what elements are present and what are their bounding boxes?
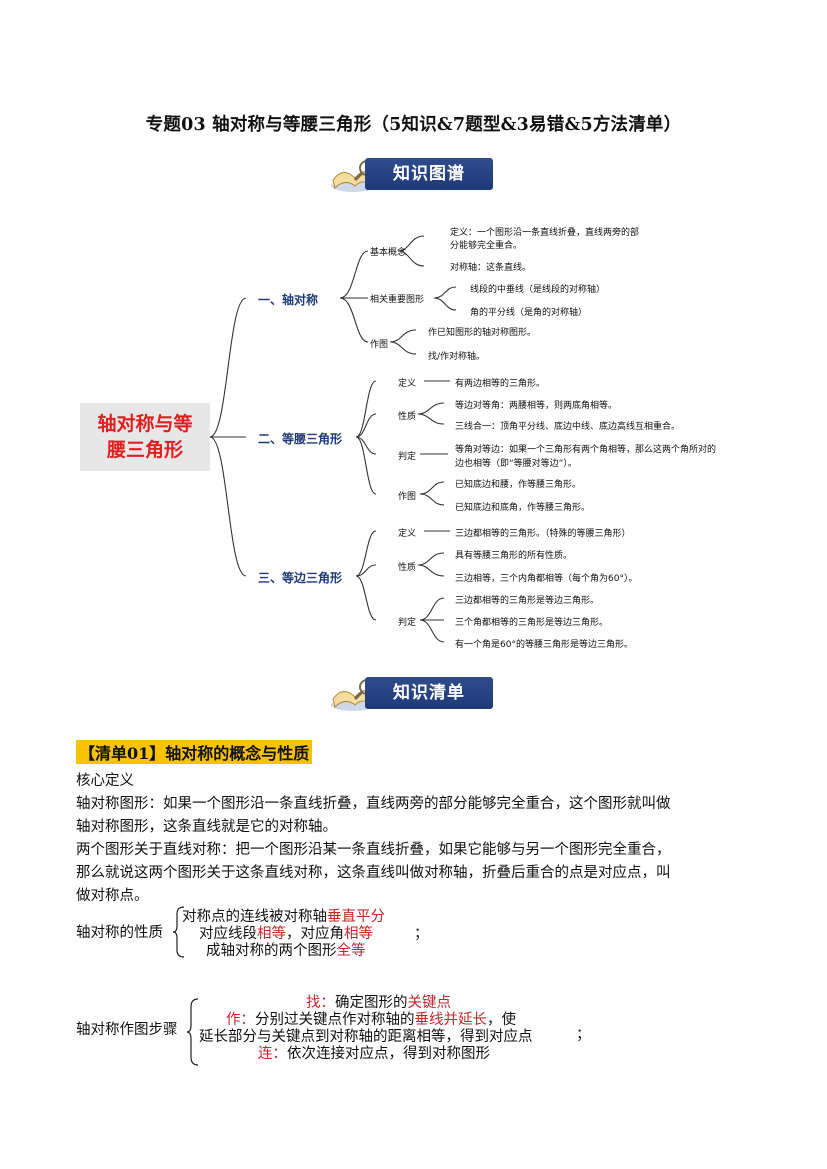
property-row-2-end: ； xyxy=(414,926,429,942)
leaf-iso-judge-1: 等角对等边：如果一个三角形有两个角相等，那么这两个角所对的 xyxy=(455,445,717,455)
knowledge-list-banner: 知识清单 xyxy=(329,671,499,715)
node-iso-judge: 判定 xyxy=(398,452,417,462)
step-find: 找：确定图形的关键点 xyxy=(306,995,451,1011)
core-line-5: 做对称点。 xyxy=(76,888,149,904)
core-heading: 核心定义 xyxy=(76,773,134,789)
open-book-icon xyxy=(331,160,376,192)
node-basic-concept: 基本概念 xyxy=(370,248,407,258)
step-connect: 连：依次连接对应点，得到对称图形 xyxy=(258,1046,490,1062)
step-construct-continued: 延长部分与关键点到对称轴的距离相等，得到对应点 xyxy=(199,1029,533,1045)
node-drawing: 作图 xyxy=(370,340,389,350)
mindmap-root: 轴对称与等腰三角形 xyxy=(80,403,210,471)
node-related-figures: 相关重要图形 xyxy=(370,295,425,305)
leaf-eq-property-2: 三边相等，三个内角都相等（每个角为60°）。 xyxy=(455,574,638,584)
document-title: 专题03 轴对称与等腰三角形（5知识&7题型&3易错&5方法清单） xyxy=(145,115,682,135)
core-line-1: 轴对称图形：如果一个图形沿一条直线折叠，直线两旁的部分能够完全重合，这个图形就叫… xyxy=(76,796,671,812)
root-line-1: 轴对称与等 xyxy=(97,413,193,435)
leaf-iso-definition: 有两边相等的三角形。 xyxy=(455,379,546,389)
node-iso-property: 性质 xyxy=(398,412,417,422)
banner-title: 知识图谱 xyxy=(393,164,465,184)
leaf-perpendicular-bisector: 线段的中垂线（是线段的对称轴） xyxy=(470,285,606,295)
leaf-iso-judge-2: 边也相等（即“等腰对等边”）。 xyxy=(455,459,577,469)
knowledge-map-banner: 知识图谱 xyxy=(329,152,499,196)
leaf-angle-bisector: 角的平分线（是角的对称轴） xyxy=(470,308,588,318)
leaf-eq-judge-3: 有一个角是60°的等腰三角形是等边三角形。 xyxy=(455,640,633,650)
banner-title: 知识清单 xyxy=(393,683,465,703)
leaf-draw-1: 作已知图形的轴对称图形。 xyxy=(428,328,537,338)
core-line-4: 那么就说这两个图形关于这条直线对称，这条直线叫做对称轴，折叠后重合的点是对应点，… xyxy=(76,865,671,881)
branch-equilateral: 三、等边三角形 xyxy=(258,571,343,585)
leaf-definition-2: 分能够完全重合。 xyxy=(450,241,523,251)
leaf-iso-draw-1: 已知底边和腰，作等腰三角形。 xyxy=(455,480,582,490)
leaf-iso-property-1: 等边对等角：两腰相等，则两底角相等。 xyxy=(455,401,618,411)
node-iso-definition: 定义 xyxy=(398,379,417,389)
leaf-eq-definition: 三边都相等的三角形。（特殊的等腰三角形） xyxy=(455,529,631,539)
node-iso-drawing: 作图 xyxy=(398,492,417,502)
leaf-draw-2: 找/作对称轴。 xyxy=(428,352,486,362)
step-construct: 作：分别过关键点作对称轴的垂线并延长，使 xyxy=(226,1012,516,1028)
core-line-3: 两个图形关于直线对称：把一个图形沿某一条直线折叠，如果它能够与另一个图形完全重合… xyxy=(76,842,671,858)
left-brace xyxy=(186,998,199,1066)
leaf-iso-draw-2: 已知底边和底角，作等腰三角形。 xyxy=(455,503,591,513)
mindmap-lines xyxy=(209,235,457,643)
node-eq-definition: 定义 xyxy=(398,529,417,539)
core-definitions: 核心定义 轴对称图形：如果一个图形沿一条直线折叠，直线两旁的部分能够完全重合，这… xyxy=(76,770,671,908)
root-line-2: 腰三角形 xyxy=(106,439,183,461)
left-brace xyxy=(172,906,185,958)
node-eq-judge: 判定 xyxy=(398,618,417,628)
step-construct-end: ； xyxy=(576,1027,591,1043)
property-row-3: 成轴对称的两个图形全等 xyxy=(206,943,366,959)
property-row-1: 对称点的连线被对称轴垂直平分 xyxy=(182,909,385,925)
leaf-axis: 对称轴：这条直线。 xyxy=(450,263,532,273)
branch-isosceles: 二、等腰三角形 xyxy=(258,432,343,446)
leaf-eq-property-1: 具有等腰三角形的所有性质。 xyxy=(455,551,573,561)
property-row-2: 对应线段相等，对应角相等 xyxy=(199,926,373,942)
leaf-eq-judge-2: 三个角都相等的三角形是等边三角形。 xyxy=(455,618,609,628)
properties-label: 轴对称的性质 xyxy=(76,925,163,941)
leaf-definition-1: 定义：一个图形沿一条直线折叠，直线两旁的部 xyxy=(450,228,640,238)
leaf-iso-property-2: 三线合一：顶角平分线、底边中线、底边高线互相重合。 xyxy=(455,422,681,432)
section-heading: 【清单01】轴对称的概念与性质 xyxy=(76,740,313,764)
node-eq-property: 性质 xyxy=(398,563,417,573)
core-line-2: 轴对称图形，这条直线就是它的对称轴。 xyxy=(76,819,337,835)
steps-label: 轴对称作图步骤 xyxy=(76,1022,178,1038)
leaf-eq-judge-1: 三边都相等的三角形是等边三角形。 xyxy=(455,596,600,606)
branch-axis-symmetry: 一、轴对称 xyxy=(258,293,319,307)
